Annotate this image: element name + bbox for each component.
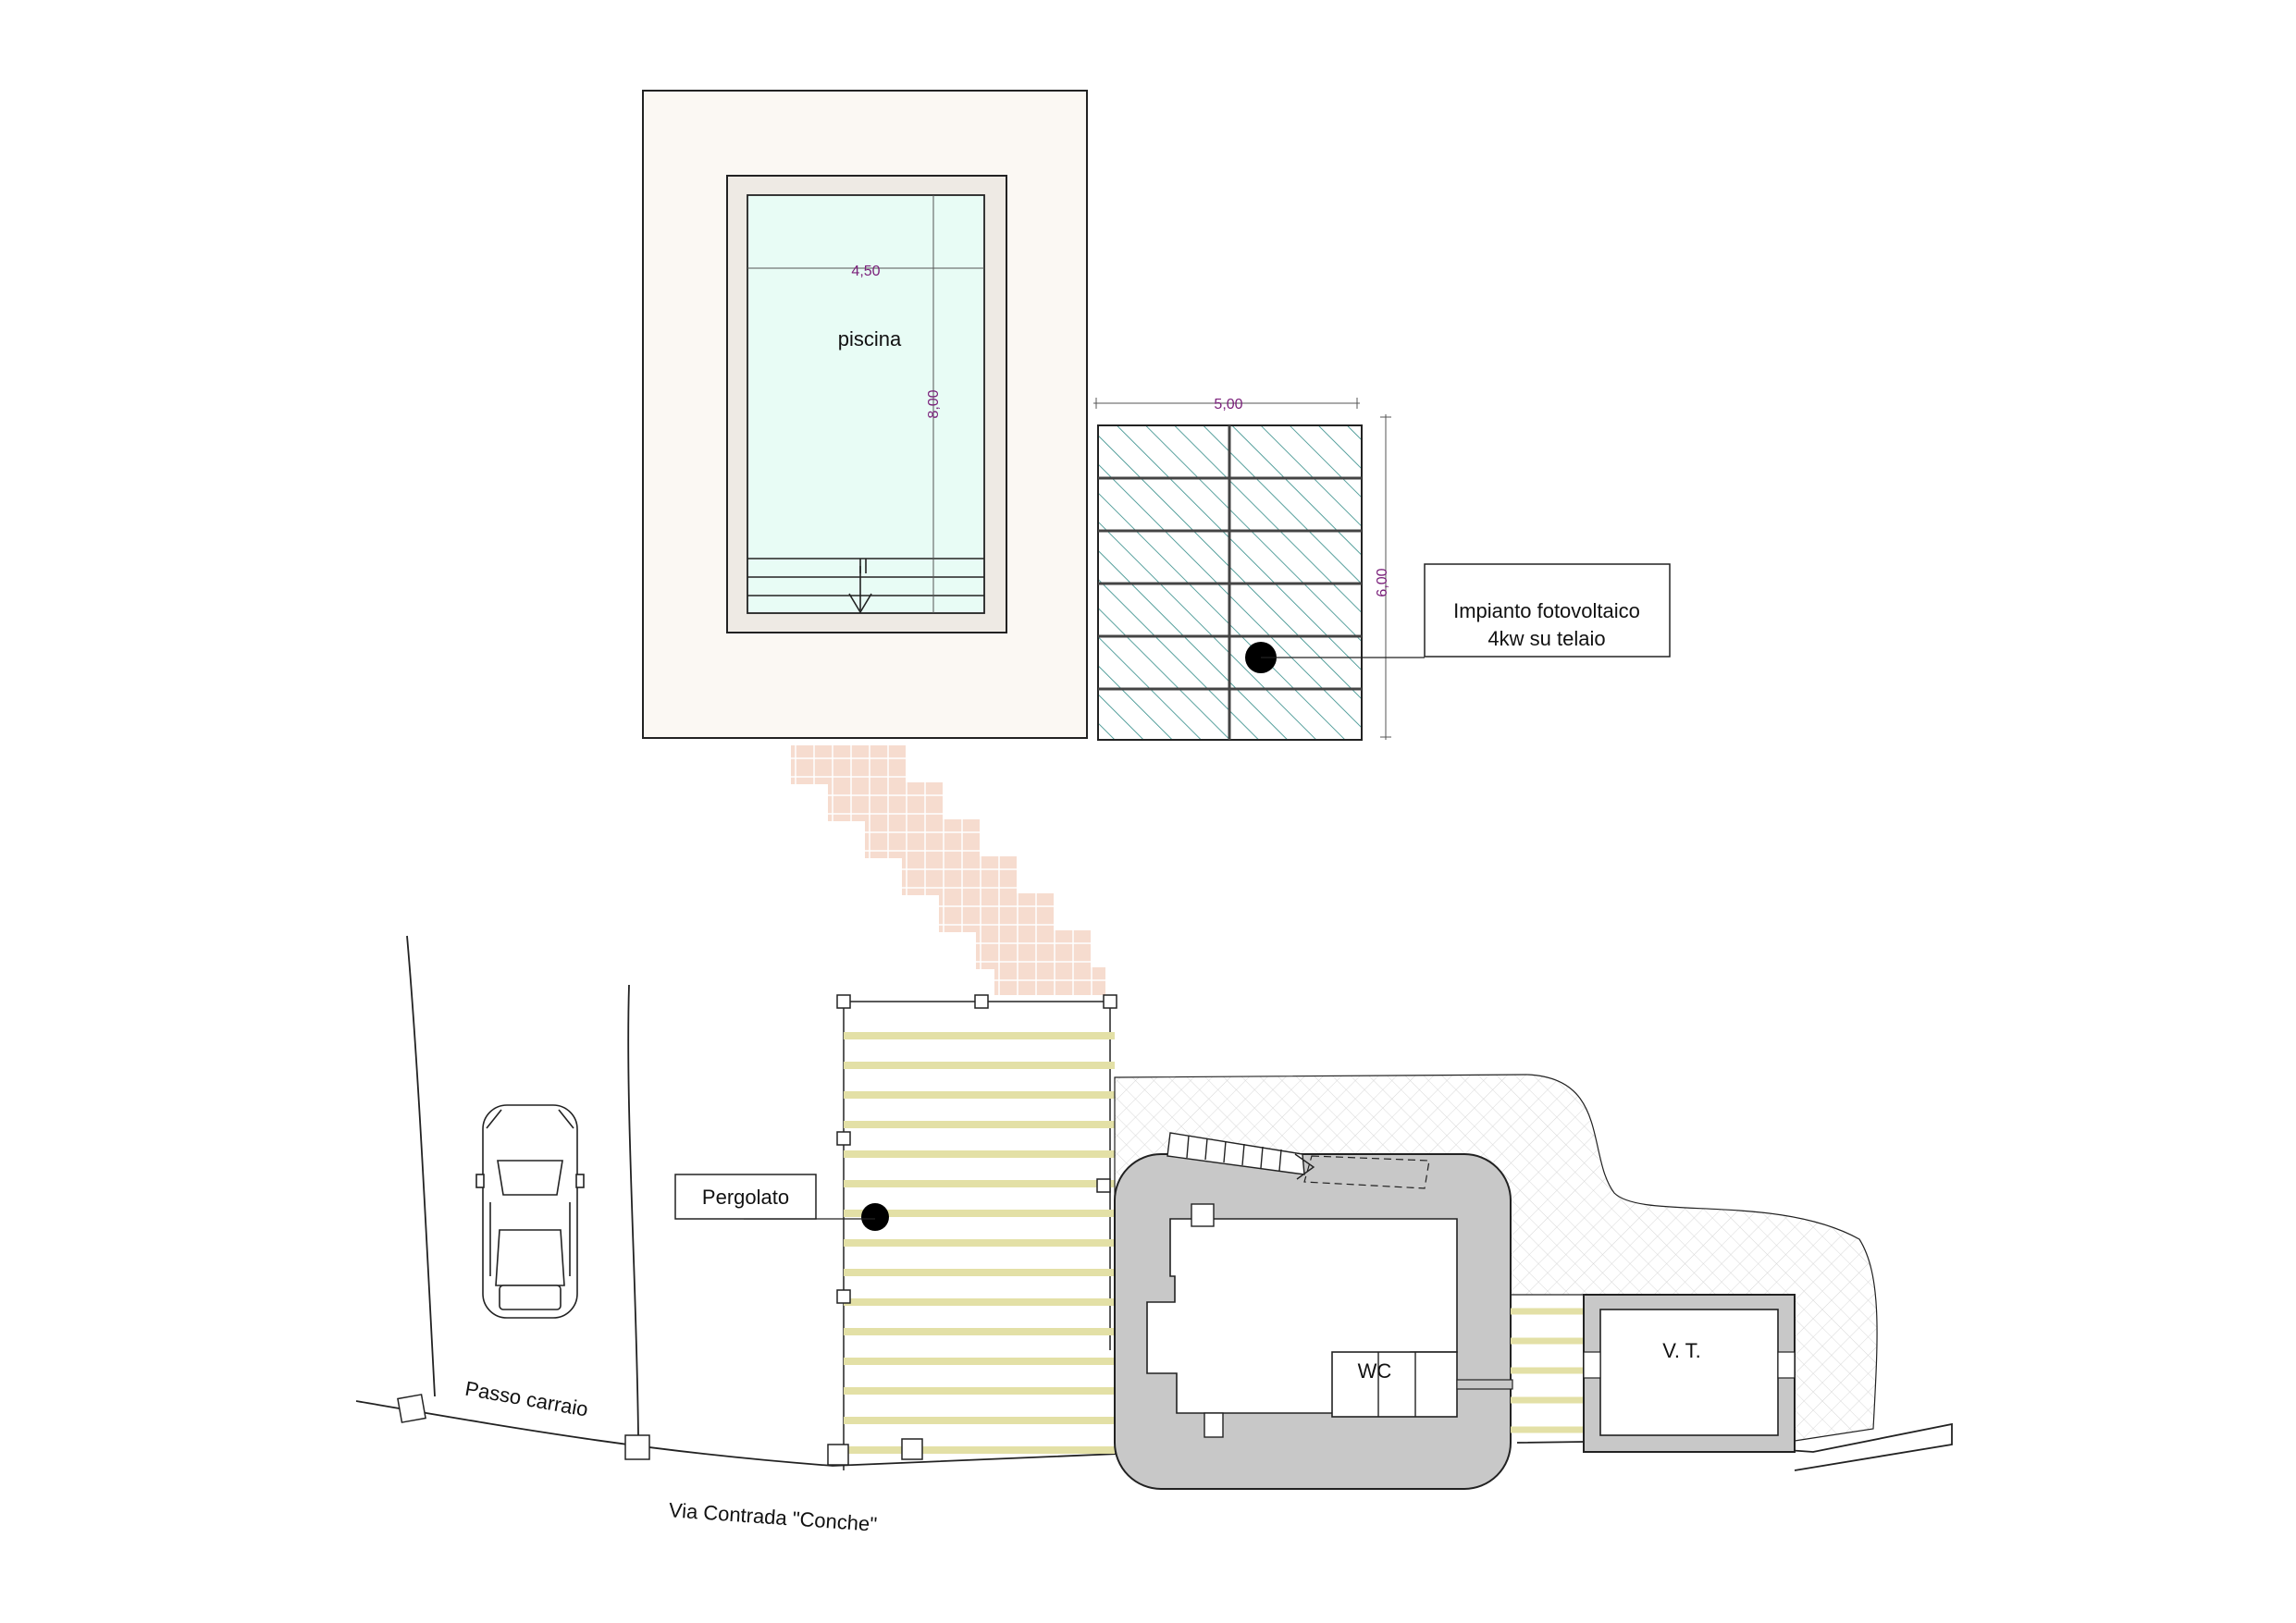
driveway-edge-left <box>406 935 436 1397</box>
building-door-bottom <box>1204 1412 1224 1438</box>
stair-arrow <box>1294 1153 1315 1180</box>
exterior-stair <box>1167 1132 1305 1175</box>
pool-step-arrow <box>848 593 872 614</box>
solar-callout-line2: 4kw su telaio <box>1487 627 1605 650</box>
wc-label: WC <box>1358 1359 1392 1383</box>
pool-label: piscina <box>838 327 902 350</box>
wc-room <box>1331 1351 1458 1418</box>
gate-post-left <box>397 1394 426 1423</box>
solar-width-label: 5,00 <box>1214 397 1242 412</box>
solar-dimension-lines <box>1093 398 1391 740</box>
pergola-label: Pergolato <box>702 1186 789 1209</box>
road-label: Via Contrada "Conche" <box>668 1498 878 1536</box>
pergola-frame <box>843 1001 1111 1470</box>
pergola-posts <box>827 994 1117 1466</box>
pool-width-label: 4,50 <box>851 264 880 279</box>
car-icon <box>475 1104 585 1319</box>
pool-dimension-lines <box>747 195 984 613</box>
pool-water <box>747 194 985 614</box>
connector-link <box>1456 1379 1513 1390</box>
connector-slats <box>1511 1308 1584 1433</box>
pool-length-label: 8,00 <box>926 389 942 418</box>
vt-label: V. T. <box>1662 1339 1701 1362</box>
vt-windows <box>1583 1351 1796 1379</box>
road-edge <box>355 1400 1120 1467</box>
vt-interior <box>1599 1309 1779 1436</box>
paving-path <box>791 745 1105 995</box>
building-door-top <box>1191 1203 1215 1227</box>
solar-callout-line1: Impianto fotovoltaico <box>1453 599 1640 622</box>
pool-steps <box>747 558 984 610</box>
pergola-callout-box <box>674 1174 817 1220</box>
pergola-marker <box>861 1203 889 1231</box>
driveway-edge-right <box>627 984 639 1436</box>
pergola-slats <box>844 1032 1115 1454</box>
driveway-label: Passo carraio <box>463 1377 590 1421</box>
gate-post-right <box>624 1434 650 1460</box>
solar-callout-box <box>1424 563 1671 658</box>
solar-height-label: 6,00 <box>1375 568 1390 596</box>
stair-dashed <box>1303 1155 1430 1189</box>
solar-panel-grid <box>1098 425 1362 740</box>
